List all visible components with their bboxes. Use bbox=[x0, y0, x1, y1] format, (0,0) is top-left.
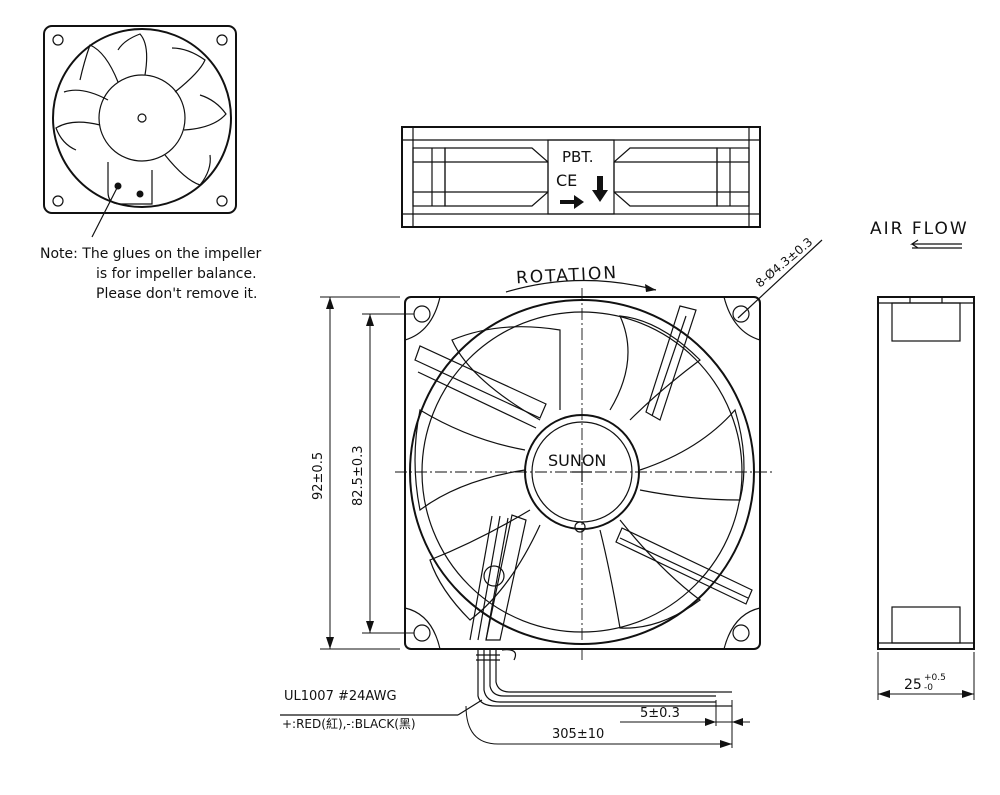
air-flow-label: AIR FLOW bbox=[870, 219, 969, 239]
thickness-tol-plus: +0.5 bbox=[924, 673, 946, 683]
ce-mark: CE bbox=[556, 171, 577, 190]
right-side-view bbox=[877, 296, 975, 650]
hole-spacing-dimension bbox=[362, 313, 414, 634]
rotation-arrow-icon bbox=[505, 279, 657, 293]
frame-size-dimension bbox=[320, 296, 400, 650]
impeller-note: Note: The glues on the impeller is for i… bbox=[40, 246, 262, 302]
hole-spacing-value: 82.5±0.3 bbox=[351, 445, 366, 506]
impeller-detail-view bbox=[43, 25, 237, 238]
thickness-dimension bbox=[877, 652, 975, 700]
brand-logo: SUNON bbox=[548, 451, 606, 470]
lead-wires bbox=[280, 649, 732, 716]
top-side-view bbox=[401, 126, 761, 228]
rotation-label: ROTATION bbox=[516, 263, 619, 288]
mount-holes-label: 8-Ø4.3±0.3 bbox=[753, 235, 815, 290]
thickness-tol-minus: -0 bbox=[924, 683, 933, 693]
direction-arrows bbox=[560, 176, 608, 209]
material-label: PBT. bbox=[562, 148, 594, 166]
wire-length-dimension bbox=[465, 705, 733, 748]
wire-colors: +:RED(紅),-:BLACK(黑) bbox=[282, 717, 416, 731]
wire-length-value: 305±10 bbox=[552, 727, 604, 742]
note-line-1: Note: The glues on the impeller bbox=[40, 246, 262, 262]
note-line-3: Please don't remove it. bbox=[96, 286, 257, 302]
frame-size-value: 92±0.5 bbox=[311, 452, 326, 500]
thickness-base: 25 bbox=[904, 677, 922, 693]
note-line-2: is for impeller balance. bbox=[96, 266, 257, 282]
wire-strip-value: 5±0.3 bbox=[640, 706, 680, 721]
wire-spec: UL1007 #24AWG bbox=[284, 689, 397, 704]
air-flow-arrow-icon bbox=[910, 239, 962, 249]
fan-front-view bbox=[395, 288, 772, 660]
